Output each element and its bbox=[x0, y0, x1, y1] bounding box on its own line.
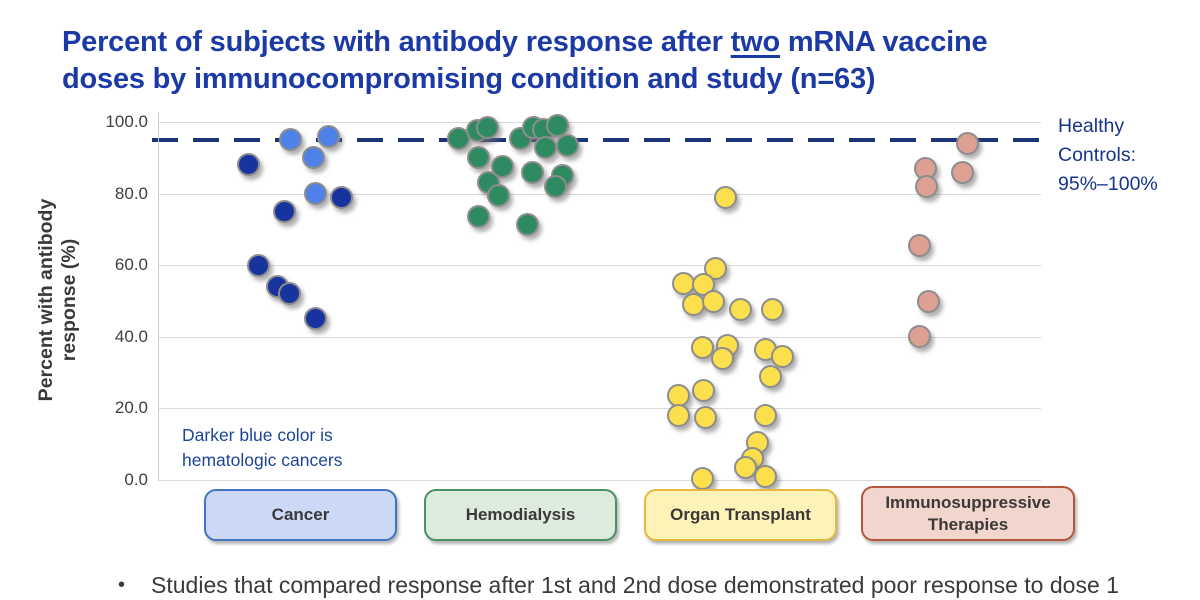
y-tick-label: 100.0 bbox=[105, 112, 148, 131]
data-point-hemodialysis-green bbox=[545, 114, 569, 138]
data-point-organ-transplant-yellow bbox=[758, 364, 782, 388]
y-tick-label: 80.0 bbox=[114, 183, 148, 203]
data-point-immunosuppressive-pink bbox=[955, 131, 979, 155]
gridline-80.0 bbox=[158, 193, 1041, 195]
data-point-organ-transplant-yellow bbox=[728, 298, 752, 322]
category-pill-hemodialysis: Hemodialysis bbox=[424, 489, 617, 541]
page-title: Percent of subjects with antibody respon… bbox=[62, 24, 1182, 98]
data-point-hemodialysis-green bbox=[475, 115, 499, 139]
title-line1: Percent of subjects with antibody respon… bbox=[62, 26, 988, 59]
hematologic-note: Darker blue color is hematologic cancers bbox=[182, 425, 343, 470]
data-point-immunosuppressive-pink bbox=[907, 325, 931, 349]
data-point-cancer-hematologic-darker-blue bbox=[246, 253, 270, 277]
data-point-organ-transplant-yellow bbox=[770, 344, 794, 368]
data-point-organ-transplant-yellow bbox=[681, 293, 705, 317]
data-point-cancer-hematologic-darker-blue bbox=[329, 185, 353, 209]
data-point-immunosuppressive-pink bbox=[914, 174, 938, 198]
data-point-immunosuppressive-pink bbox=[916, 289, 940, 313]
data-point-organ-transplant-yellow bbox=[753, 404, 777, 428]
data-point-hemodialysis-green bbox=[466, 205, 490, 229]
data-point-cancer-lighter-blue bbox=[303, 182, 327, 206]
data-point-hemodialysis-green bbox=[466, 146, 490, 170]
data-point-cancer-hematologic-darker-blue bbox=[277, 282, 301, 306]
bullet-glyph: • bbox=[118, 574, 126, 596]
data-point-hemodialysis-green bbox=[486, 183, 510, 207]
healthy-controls-label: Healthy Controls: 95%–100% bbox=[1058, 115, 1158, 195]
data-point-immunosuppressive-pink bbox=[950, 160, 974, 184]
gridline-60.0 bbox=[158, 265, 1041, 267]
footer-text: Studies that compared response after 1st… bbox=[151, 572, 1119, 598]
data-point-hemodialysis-green bbox=[543, 174, 567, 198]
y-tick-label: 60.0 bbox=[114, 255, 148, 275]
title-underlined-word: two bbox=[730, 26, 781, 59]
healthy-controls-reference-line bbox=[152, 137, 1049, 142]
footer-bullet-line: • Studies that compared response after 1… bbox=[118, 572, 1198, 599]
gridline-0.0 bbox=[158, 480, 1041, 481]
data-point-cancer-lighter-blue bbox=[278, 128, 302, 152]
data-point-organ-transplant-yellow bbox=[690, 336, 714, 360]
gridline-40.0 bbox=[158, 336, 1041, 338]
data-point-organ-transplant-yellow bbox=[691, 379, 715, 402]
gridline-20.0 bbox=[158, 408, 1041, 410]
data-point-organ-transplant-yellow bbox=[753, 464, 777, 488]
y-axis-line bbox=[158, 112, 159, 481]
category-pill-cancer: Cancer bbox=[204, 489, 397, 541]
data-point-organ-transplant-yellow bbox=[693, 405, 717, 429]
title-line2: doses by immunocompromising condition an… bbox=[62, 63, 876, 96]
data-point-immunosuppressive-pink bbox=[907, 234, 931, 257]
data-point-organ-transplant-yellow bbox=[666, 404, 690, 428]
data-point-organ-transplant-yellow bbox=[713, 185, 737, 209]
data-point-hemodialysis-green bbox=[520, 160, 544, 184]
data-point-organ-transplant-yellow bbox=[710, 346, 734, 370]
data-point-hemodialysis-green bbox=[555, 133, 579, 157]
data-point-cancer-hematologic-darker-blue bbox=[236, 153, 260, 177]
data-point-hemodialysis-green bbox=[515, 212, 539, 236]
y-tick-label: 40.0 bbox=[114, 326, 148, 346]
gridline-100.0 bbox=[158, 122, 1041, 123]
data-point-hemodialysis-green bbox=[490, 155, 514, 179]
y-tick-label: 20.0 bbox=[114, 398, 148, 418]
y-tick-label: 0.0 bbox=[124, 470, 148, 489]
data-point-organ-transplant-yellow bbox=[760, 298, 784, 322]
data-point-cancer-hematologic-darker-blue bbox=[303, 307, 327, 331]
data-point-hemodialysis-green bbox=[533, 135, 557, 159]
data-point-cancer-lighter-blue bbox=[316, 124, 340, 148]
data-point-organ-transplant-yellow bbox=[701, 289, 725, 313]
data-point-organ-transplant-yellow bbox=[733, 455, 757, 479]
category-pill-organ-transplant: Organ Transplant bbox=[644, 489, 837, 541]
data-point-cancer-lighter-blue bbox=[301, 146, 325, 170]
data-point-organ-transplant-yellow bbox=[690, 466, 714, 490]
data-point-cancer-hematologic-darker-blue bbox=[272, 200, 296, 223]
category-pill-immunosuppressive-therapies: Immunosuppressive Therapies bbox=[861, 486, 1075, 541]
